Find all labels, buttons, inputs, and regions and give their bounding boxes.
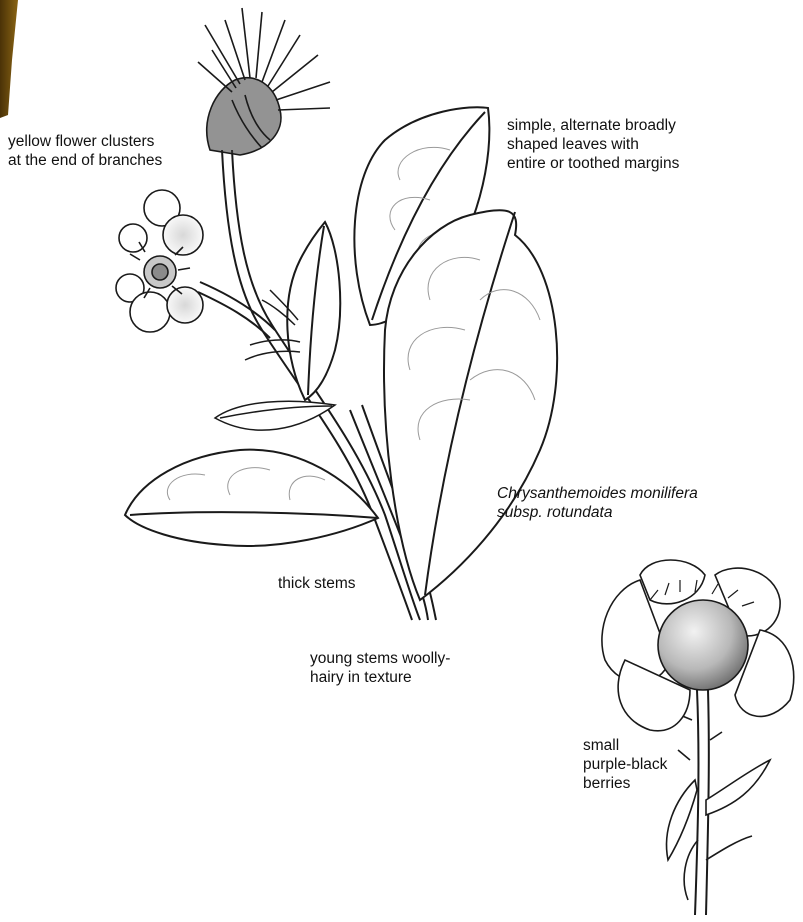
- species-name-line1: Chrysanthemoides monilifera: [497, 484, 698, 503]
- label-young-stems: young stems woolly- hairy in texture: [310, 649, 450, 687]
- label-leaves-line2: shaped leaves with: [507, 135, 679, 154]
- left-flower-cluster: [116, 190, 203, 332]
- label-berries-line2: purple-black: [583, 755, 667, 774]
- label-berries-line1: small: [583, 736, 667, 755]
- label-berries: small purple-black berries: [583, 736, 667, 793]
- leaf-narrow-middle: [287, 222, 340, 400]
- label-flower-clusters-line2: at the end of branches: [8, 151, 162, 170]
- spiky-flower-head: [198, 8, 330, 155]
- species-name-line2: subsp. rotundata: [497, 503, 698, 522]
- label-thick-stems: thick stems: [278, 574, 356, 593]
- label-young-stems-line2: hairy in texture: [310, 668, 450, 687]
- berry-branch: [667, 690, 770, 915]
- leaf-large-center: [384, 210, 557, 600]
- label-berries-line3: berries: [583, 774, 667, 793]
- label-flower-clusters: yellow flower clusters at the end of bra…: [8, 132, 162, 170]
- label-leaves-line1: simple, alternate broadly: [507, 116, 679, 135]
- label-leaves: simple, alternate broadly shaped leaves …: [507, 116, 679, 173]
- label-flower-clusters-line1: yellow flower clusters: [8, 132, 162, 151]
- label-young-stems-line1: young stems woolly-: [310, 649, 450, 668]
- label-leaves-line3: entire or toothed margins: [507, 154, 679, 173]
- leaf-lower-left: [125, 450, 378, 546]
- species-name: Chrysanthemoides monilifera subsp. rotun…: [497, 484, 698, 522]
- edge-bar: [0, 0, 18, 118]
